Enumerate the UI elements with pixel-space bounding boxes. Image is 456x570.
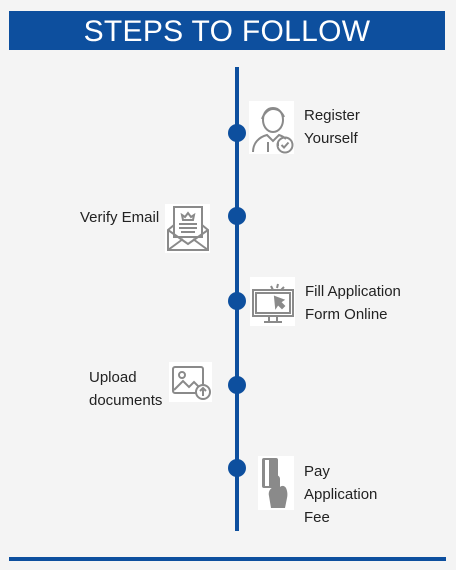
step-4-label: Upload documents	[89, 366, 162, 412]
step-5-label-line-2: Application	[304, 486, 378, 503]
step-1-marker	[228, 124, 246, 142]
envelope-letter-icon	[165, 204, 210, 253]
user-check-icon	[249, 101, 294, 154]
step-5-label-line-3: Fee	[304, 509, 330, 526]
step-3-label: Fill Application Form Online	[305, 280, 401, 326]
step-5-marker	[228, 459, 246, 477]
image-upload-icon	[169, 362, 212, 402]
step-1-label-line-1: Register	[304, 107, 360, 124]
step-1-label-line-2: Yourself	[304, 130, 358, 147]
step-4-label-line-2: documents	[89, 392, 163, 409]
step-1-label: Register Yourself	[304, 104, 360, 150]
step-4-marker	[228, 376, 246, 394]
step-4-label-line-1: Upload	[89, 369, 137, 386]
step-3-label-line-2: Form Online	[305, 306, 388, 323]
step-5-label: Pay Application Fee	[304, 460, 377, 529]
step-3-label-line-1: Fill Application	[305, 283, 401, 300]
monitor-cursor-icon	[250, 277, 295, 326]
step-3-marker	[228, 292, 246, 310]
step-2-marker	[228, 207, 246, 225]
step-2-label: Verify Email	[80, 206, 159, 229]
page-title: STEPS TO FOLLOW	[9, 11, 445, 50]
step-5-label-line-1: Pay	[304, 463, 330, 480]
step-2-label-line-1: Verify Email	[80, 209, 160, 226]
card-payment-icon	[258, 456, 294, 510]
bottom-rule	[9, 557, 446, 561]
